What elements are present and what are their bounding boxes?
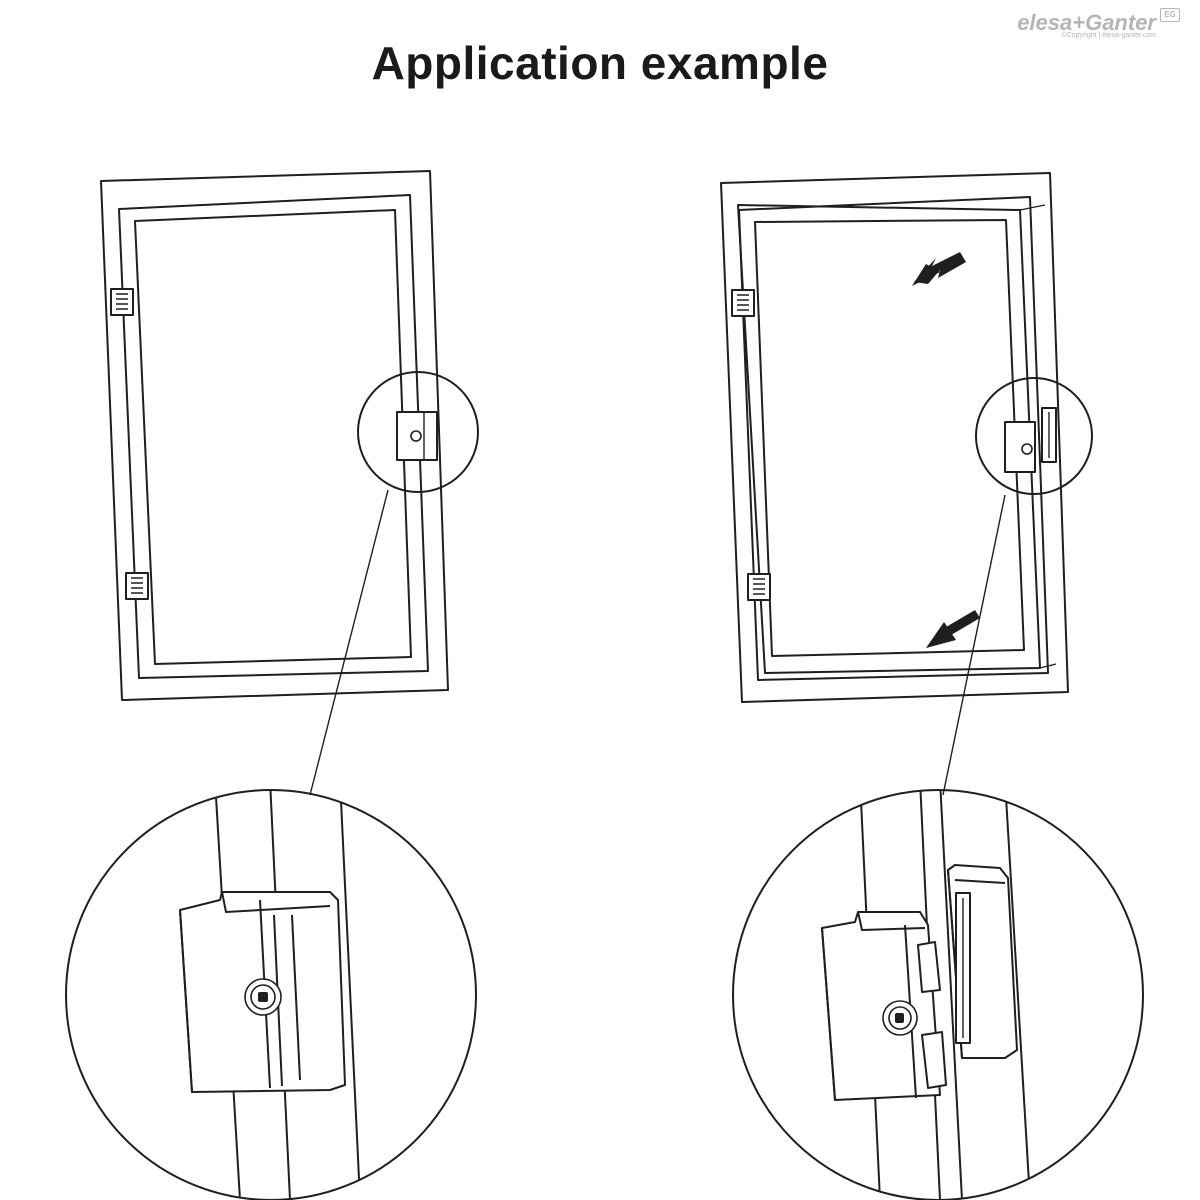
arrow-icon [926,610,980,648]
hinge-icon [125,572,149,600]
hinge-icon [731,289,755,317]
latch-small [396,411,438,461]
logo-text: elesa+Ganter [1017,10,1156,35]
latch-small [1004,407,1057,473]
page-title: Application example [371,37,829,89]
detail-marker [357,371,479,493]
closed-door-illustration [100,170,479,796]
closed-latch-detail [65,789,477,1200]
arrow-icon [912,252,966,286]
logo-copyright: ©Copyright | elesa-ganter.com [1061,32,1156,39]
logo-badge: EG [1160,8,1180,22]
brand-logo: elesa+Ganter EG ©Copyright | elesa-gante… [996,6,1186,42]
hinge-icon [747,573,771,601]
open-door-illustration [720,172,1093,796]
detail-marker [975,377,1093,495]
hinge-icon [110,288,134,316]
open-latch-detail [732,789,1144,1200]
